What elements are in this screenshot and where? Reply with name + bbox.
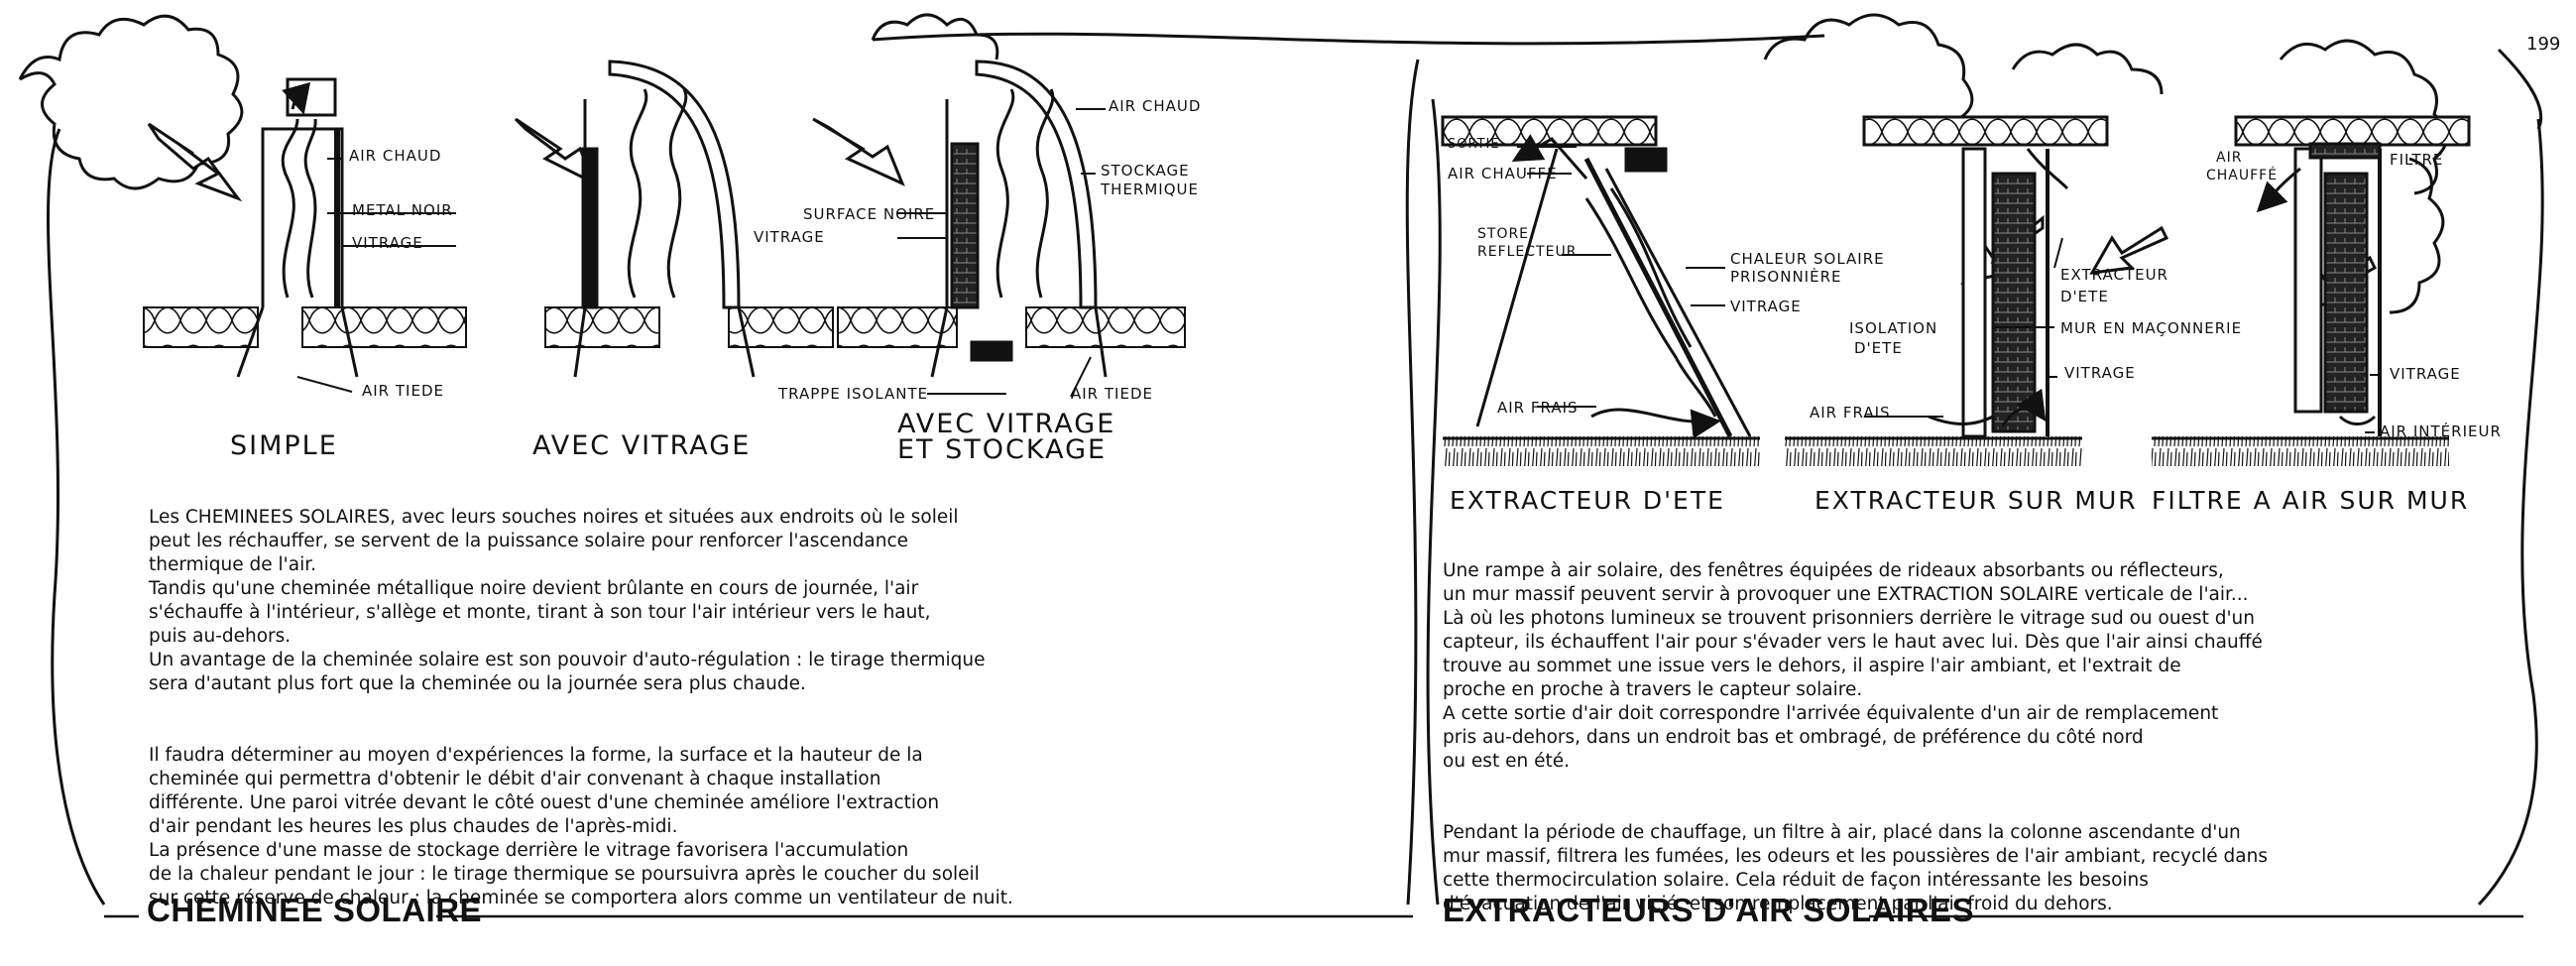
paragraph: Une rampe à air solaire, des fenêtres éq…	[1443, 560, 2263, 772]
label-vitrage: VITRAGE	[352, 234, 423, 252]
caption-extracteur-ete: EXTRACTEUR D'ETE	[1450, 486, 1725, 515]
label-surface-noire: SURFACE NOIRE	[803, 205, 936, 223]
label-chaleur-solaire: CHALEUR SOLAIRE	[1730, 250, 1885, 268]
extractor-mur	[1928, 147, 2069, 438]
caption-extracteur-mur: EXTRACTEUR SUR MUR	[1815, 486, 2138, 515]
sun-arrow	[147, 117, 2377, 309]
insulation-strip	[544, 306, 660, 348]
label-air-tiede: AIR TIEDE	[362, 382, 444, 400]
label-metal-noir: METAL NOIR	[352, 201, 453, 219]
label-air-chaud: AIR CHAUD	[349, 147, 442, 165]
caption-simple: SIMPLE	[230, 430, 338, 461]
label-sortie: SORTIE	[1448, 137, 1500, 152]
paragraph: Il faudra déterminer au moyen d'expérien…	[149, 745, 1013, 908]
label-stockage-thermique: STOCKAGE	[1101, 162, 1190, 180]
label-vitrage: VITRAGE	[754, 228, 825, 246]
label-air-chauffe: AIR	[2216, 150, 2243, 166]
left-body-text: Les CHEMINEES SOLAIRES, avec leurs souch…	[149, 482, 1021, 958]
label-air-tiede: AIR TIEDE	[1071, 385, 1153, 403]
insulation-strip	[1025, 306, 1186, 348]
insulation-strip	[143, 306, 259, 348]
caption-avec-vitrage-stockage: AVEC VITRAGE	[897, 409, 1116, 439]
label-extracteur-ete: D'ETE	[2060, 288, 2109, 305]
foliage	[18, 13, 2448, 314]
label-air-chauffe: AIR CHAUFFÉ	[1448, 165, 1558, 182]
label-vitrage: VITRAGE	[2064, 364, 2136, 382]
label-stockage-thermique: THERMIQUE	[1101, 181, 1199, 198]
leader-lines	[1517, 146, 2380, 433]
label-store-reflecteur: STORE	[1477, 226, 1530, 242]
label-vitrage: VITRAGE	[2390, 365, 2461, 383]
chimney-avec-vitrage	[573, 60, 756, 378]
label-air-chauffe: CHAUFFÉ	[2206, 168, 2279, 183]
chimney-avec-stockage	[930, 60, 1108, 378]
label-extracteur-ete: EXTRACTEUR	[2060, 266, 2168, 284]
paragraph: Pendant la période de chauffage, un filt…	[1443, 822, 2269, 914]
page-number: 199	[2526, 34, 2561, 55]
label-air-frais: AIR FRAIS	[1810, 404, 1891, 422]
left-section-title: CHEMINEE SOLAIRE	[147, 892, 483, 928]
caption-avec-vitrage-stockage: ET STOCKAGE	[897, 434, 1108, 465]
right-body-text: Une rampe à air solaire, des fenêtres éq…	[1443, 536, 2434, 964]
roof-slab	[1441, 115, 2471, 147]
label-mur-maconnerie: MUR EN MAÇONNERIE	[2060, 319, 2243, 337]
label-air-interieur: AIR INTÉRIEUR	[2380, 423, 2502, 440]
label-isolation-ete: D'ETE	[1854, 339, 1903, 357]
caption-avec-vitrage: AVEC VITRAGE	[532, 430, 752, 461]
label-vitrage: VITRAGE	[1730, 298, 1802, 315]
page-frame	[47, 32, 2544, 906]
label-trappe-isolante: TRAPPE ISOLANTE	[778, 385, 929, 403]
label-store-reflecteur: REFLECTEUR	[1477, 244, 1578, 260]
label-air-chaud: AIR CHAUD	[1109, 97, 1202, 115]
extractor-ete	[1475, 134, 1752, 439]
label-filtre: FILTRE	[2390, 151, 2444, 169]
paragraph: Les CHEMINEES SOLAIRES, avec leurs souch…	[149, 507, 986, 694]
label-chaleur-solaire: PRISONNIÈRE	[1730, 268, 1842, 286]
label-air-frais: AIR FRAIS	[1497, 399, 1579, 417]
right-section-title: EXTRACTEURS D'AIR SOLAIRES	[1443, 892, 1975, 928]
leader-lines	[296, 108, 1106, 398]
insulation-strip	[837, 306, 958, 348]
ground-lines	[1443, 436, 2449, 466]
caption-filtre-mur: FILTRE A AIR SUR MUR	[2152, 486, 2470, 515]
label-isolation-ete: ISOLATION	[1849, 319, 1938, 337]
insulation-strip	[301, 306, 467, 348]
filter-wall	[2256, 142, 2382, 436]
